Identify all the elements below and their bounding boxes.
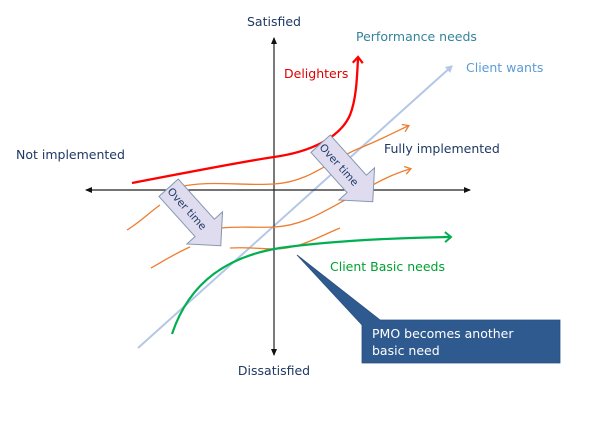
client-wants-label: Client wants: [466, 60, 543, 75]
over-time-arrow-lower: Over time: [158, 178, 224, 247]
client-basic-needs-label: Client Basic needs: [330, 259, 445, 274]
performance-curve-lower-right: [229, 227, 341, 250]
basic-needs-curve: [170, 231, 453, 335]
dissatisfied-label: Dissatisfied: [238, 363, 310, 378]
performance-curve-upper: [177, 123, 410, 188]
performance-needs-label: Performance needs: [356, 29, 477, 44]
over-time-arrow-upper: Over time: [310, 134, 376, 203]
fully-implemented-label: Fully implemented: [384, 141, 500, 156]
delighters-label: Delighters: [284, 66, 348, 81]
satisfied-label: Satisfied: [247, 14, 301, 29]
not-implemented-label: Not implemented: [16, 147, 125, 162]
client-wants-line: [137, 65, 453, 349]
pmo-callout: PMO becomes another basic need: [296, 254, 561, 364]
performance-curve-upper-tail: [126, 204, 161, 231]
delighters-curve: [131, 55, 364, 185]
performance-curve-lower: [150, 246, 191, 269]
callout-line-1: PMO becomes another: [372, 326, 514, 341]
performance-curve-middle: [220, 165, 413, 229]
callout-line-2: basic need: [372, 343, 440, 358]
